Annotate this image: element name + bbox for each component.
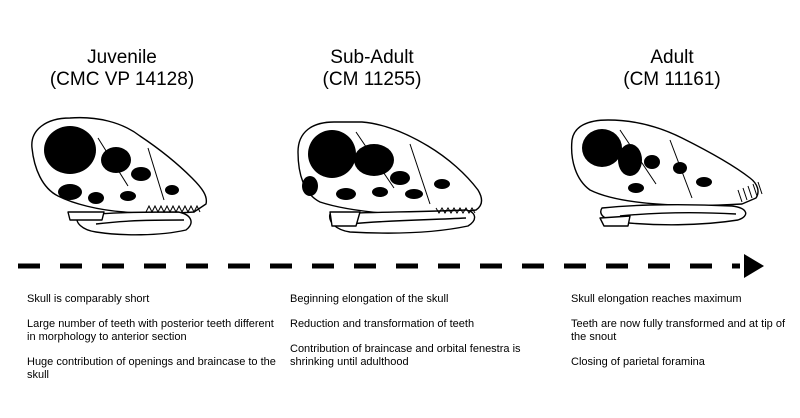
antorbital-fenestra <box>101 147 131 173</box>
teeth-row <box>737 181 763 203</box>
note-text: Contribution of braincase and orbital fe… <box>290 343 521 368</box>
stage-name: Sub-Adult <box>330 47 414 68</box>
subadult-notes: Beginning elongation of the skull Reduct… <box>290 293 550 381</box>
infratemporal-fenestra <box>302 176 318 196</box>
small-opening <box>372 187 388 197</box>
orbit-fenestra <box>308 130 356 178</box>
small-opening <box>120 191 136 201</box>
stage-title-subadult: Sub-Adult (CM 11255) <box>272 47 472 91</box>
orbit-fenestra <box>582 129 622 167</box>
note-text: Huge contribution of openings and brainc… <box>27 356 276 381</box>
juvenile-notes: Skull is comparably short Large number o… <box>27 293 277 394</box>
note-text: Skull is comparably short <box>27 293 150 305</box>
lower-jaw-fragment <box>67 211 105 221</box>
small-opening <box>336 188 356 200</box>
adult-skull-illustration <box>570 119 763 227</box>
note-text: Large number of teeth with posterior tee… <box>27 318 274 343</box>
note-text: Beginning elongation of the skull <box>290 293 449 305</box>
antorbital-fenestra <box>618 144 642 176</box>
subadult-skull-illustration <box>297 121 483 234</box>
stage-title-adult: Adult (CM 11161) <box>572 47 772 91</box>
orbit-fenestra <box>44 126 96 174</box>
adult-notes: Skull elongation reaches maximum Teeth a… <box>571 293 791 381</box>
note-text: Closing of parietal foramina <box>571 356 705 368</box>
stage-name: Juvenile <box>87 47 157 68</box>
note-text: Teeth are now fully transformed and at t… <box>571 318 786 343</box>
small-opening <box>88 192 104 204</box>
note-text: Reduction and transformation of teeth <box>290 318 475 330</box>
lower-jaw-fragment <box>599 215 631 227</box>
suture-line <box>619 129 693 199</box>
nasal-opening <box>390 171 410 185</box>
small-opening <box>628 183 644 193</box>
small-opening <box>165 185 179 195</box>
timeline-arrowhead <box>744 254 764 278</box>
specimen-id: (CM 11161) <box>623 69 721 90</box>
suture-line <box>355 131 431 205</box>
stage-name: Adult <box>650 47 694 68</box>
specimen-id: (CMC VP 14128) <box>49 69 195 90</box>
note-text: Skull elongation reaches maximum <box>571 293 742 305</box>
mandible-line <box>349 217 467 225</box>
mandible <box>76 211 192 236</box>
nasal-opening <box>644 155 660 169</box>
mandible-line <box>95 219 185 225</box>
teeth-row <box>435 207 476 214</box>
mandible <box>329 209 476 234</box>
small-opening <box>405 189 423 199</box>
antorbital-fenestra <box>354 144 394 176</box>
specimen-id: (CM 11255) <box>322 69 422 90</box>
suture-line <box>97 137 165 201</box>
teeth-row <box>145 204 201 214</box>
stage-title-juvenile: Juvenile (CMC VP 14128) <box>22 47 222 91</box>
mandible-line <box>619 212 737 217</box>
nasal-opening <box>131 167 151 181</box>
growth-timeline <box>18 254 764 278</box>
small-opening <box>673 162 687 174</box>
lower-jaw-fragment <box>329 211 361 227</box>
juvenile-skull-illustration <box>31 116 208 236</box>
small-opening <box>434 179 450 189</box>
infratemporal-fenestra <box>58 184 82 200</box>
small-opening <box>696 177 712 187</box>
